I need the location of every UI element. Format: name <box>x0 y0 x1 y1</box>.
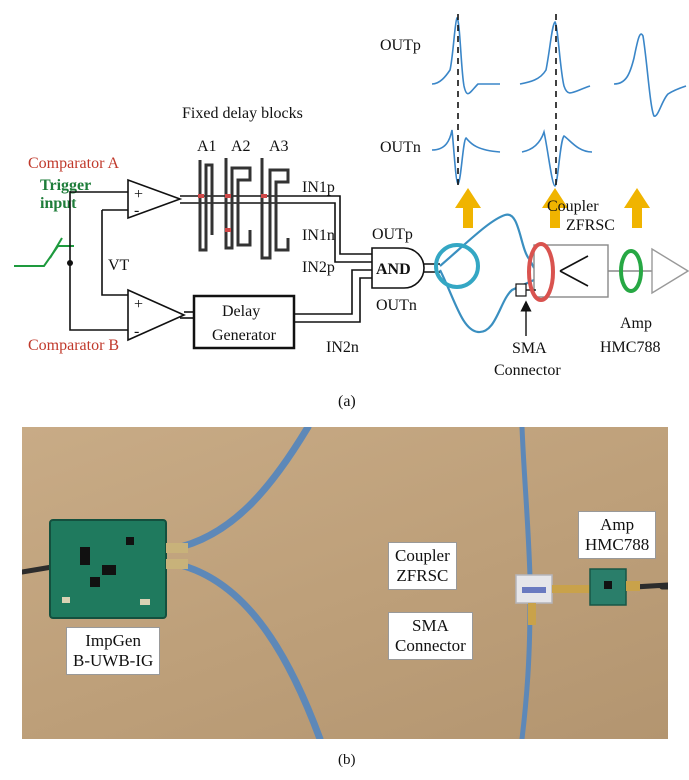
comparator-a-label: Comparator A <box>28 155 120 172</box>
photo-scene <box>22 427 668 739</box>
comparator-b-minus: - <box>134 323 139 340</box>
sma-connector-top <box>166 543 188 553</box>
coupler-to-amp-connector <box>552 585 592 593</box>
schematic-diagram: Fixed delay blocks A1 A2 A3 Comparator A… <box>0 0 689 420</box>
hardware-photo: ImpGen B-UWB-IG Coupler ZFRSC SMA Connec… <box>22 427 668 739</box>
waveform-outn-2 <box>522 132 592 186</box>
waveform-amp <box>614 34 686 116</box>
amp-triangle-icon <box>652 249 688 293</box>
cable-top <box>172 427 308 549</box>
sma-connector-bottom <box>166 559 188 569</box>
impgen-label-line1: ImpGen <box>73 631 153 651</box>
delay-label-line2: Generator <box>212 327 277 344</box>
waveform-outp-1 <box>432 18 500 94</box>
photo-coupler-label: Coupler ZFRSC <box>388 542 457 590</box>
photo-amp-line1: Amp <box>585 515 649 535</box>
waveform-outn-1 <box>432 130 500 184</box>
in2n-label: IN2n <box>326 339 359 356</box>
cable-vertical-top <box>522 427 530 577</box>
coupler-label-line2: ZFRSC <box>566 217 615 234</box>
meander-blocks <box>200 158 288 258</box>
coupler-label-line1: Coupler <box>547 198 599 215</box>
wave-outp-label: OUTp <box>380 37 421 54</box>
trigger-edge-arrow-icon <box>50 238 62 258</box>
delay-label-line1: Delay <box>222 303 260 320</box>
comparator-b-plus: + <box>134 296 143 313</box>
block-label-a1: A1 <box>197 138 217 155</box>
in2p-label: IN2p <box>302 259 335 276</box>
waveform-outp-2 <box>520 22 590 93</box>
photo-amp-label: Amp HMC788 <box>578 511 656 559</box>
amp-label-line1: Amp <box>620 315 652 332</box>
caption-a: (a) <box>338 393 356 410</box>
sma-label-line1: SMA <box>512 340 547 357</box>
in1n-label: IN1n <box>302 227 335 244</box>
outp-label: OUTp <box>372 226 413 243</box>
photo-coupler-line1: Coupler <box>395 546 450 566</box>
fixed-delay-title: Fixed delay blocks <box>182 105 303 122</box>
comparator-a-minus: - <box>134 202 139 219</box>
in1p-label: IN1p <box>302 179 335 196</box>
probe-arrow-icon <box>455 188 481 228</box>
cable-left-input <box>22 567 52 572</box>
photo-sma-line1: SMA <box>395 616 466 636</box>
outn-label: OUTn <box>376 297 417 314</box>
photo-sma-label: SMA Connector <box>388 612 473 660</box>
wave-outn-label: OUTn <box>380 139 421 156</box>
waveforms <box>432 18 686 186</box>
and-gate-label: AND <box>376 261 411 278</box>
probe-arrow-icon <box>624 188 650 228</box>
coupler-block <box>534 245 608 297</box>
impgen-label: ImpGen B-UWB-IG <box>66 627 160 675</box>
vt-label: VT <box>108 257 130 274</box>
sma-connector-symbol <box>516 284 526 296</box>
block-label-a2: A2 <box>231 138 251 155</box>
caption-b: (b) <box>338 752 356 769</box>
photo-sma-line2: Connector <box>395 636 466 656</box>
block-label-a3: A3 <box>269 138 289 155</box>
photo-amp-line2: HMC788 <box>585 535 649 555</box>
trigger-label-line2: input <box>40 195 77 212</box>
trigger-step-icon <box>14 246 74 266</box>
sma-label-line2: Connector <box>494 362 561 379</box>
delay-output-wiring <box>294 270 372 322</box>
cable-bottom <box>172 563 320 739</box>
photo-coupler-line2: ZFRSC <box>395 566 450 586</box>
comparator-a-plus: + <box>134 186 143 203</box>
amp-label-line2: HMC788 <box>600 339 660 356</box>
comparator-b-label: Comparator B <box>28 337 119 354</box>
impgen-label-line2: B-UWB-IG <box>73 651 153 671</box>
